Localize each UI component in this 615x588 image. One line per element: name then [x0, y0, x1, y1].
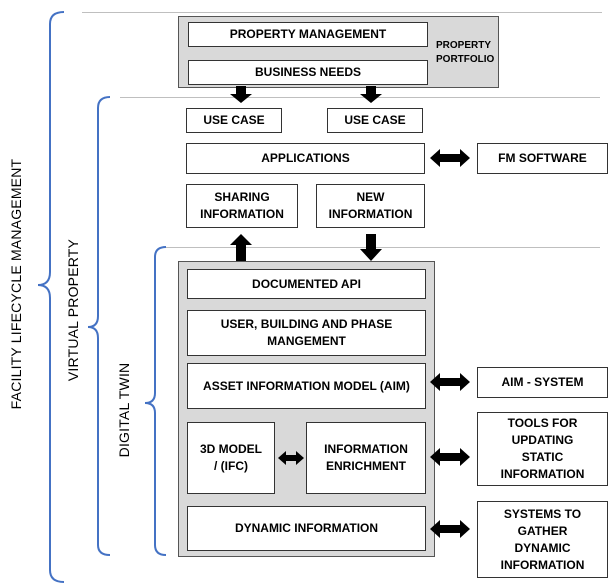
sharing-line2: INFORMATION [200, 207, 284, 221]
property-management-box: PROPERTY MANAGEMENT [188, 22, 428, 47]
property-portfolio-line2: PORTFOLIO [436, 54, 495, 65]
sharing-information-box: SHARING INFORMATION [186, 184, 298, 228]
double-arrow-systems [430, 520, 470, 538]
user-building-line1: USER, BUILDING AND PHASE [220, 317, 393, 331]
tools-line1: TOOLS FOR [507, 416, 578, 430]
3d-model-box: 3D MODEL / (IFC) [187, 422, 275, 494]
property-portfolio-label: PROPERTY PORTFOLIO [436, 39, 494, 67]
documented-api-box: DOCUMENTED API [187, 269, 426, 299]
enrichment-line2: ENRICHMENT [326, 459, 406, 473]
use-case-box-left: USE CASE [186, 108, 282, 133]
new-line2: INFORMATION [328, 207, 413, 221]
systems-line4: INFORMATION [500, 557, 585, 572]
up-arrow-sharing [230, 234, 252, 261]
double-arrow-aim [430, 373, 470, 391]
applications-box: APPLICATIONS [186, 143, 425, 174]
systems-line2: GATHER [517, 523, 568, 538]
user-building-line2: MANGEMENT [267, 334, 346, 348]
down-arrow-left [230, 86, 252, 103]
sharing-line1: SHARING [214, 190, 270, 204]
use-case-box-right: USE CASE [327, 108, 423, 133]
new-line1: NEW [356, 190, 385, 204]
systems-line1: SYSTEMS TO [503, 506, 582, 521]
user-building-phase-box: USER, BUILDING AND PHASE MANGEMENT [187, 310, 426, 356]
aim-box: ASSET INFORMATION MODEL (AIM) [187, 363, 426, 409]
double-arrow-tools [430, 448, 470, 466]
fm-software-box: FM SOFTWARE [477, 143, 608, 174]
separator-top [82, 12, 602, 13]
separator-twin [160, 247, 600, 248]
enrichment-line1: INFORMATION [324, 442, 408, 456]
tools-line4: INFORMATION [500, 467, 585, 481]
bracket-facility [37, 11, 65, 583]
separator-virtual [120, 97, 600, 98]
model3d-line2: / (IFC) [214, 459, 248, 473]
new-information-box: NEW INFORMATION [316, 184, 425, 228]
down-arrow-new [360, 234, 382, 261]
bracket-twin [144, 246, 167, 556]
business-needs-box: BUSINESS NEEDS [188, 60, 428, 85]
bracket-virtual [87, 96, 111, 556]
double-arrow-3d-enrichment [278, 451, 304, 465]
systems-line3: DYNAMIC [514, 540, 571, 555]
dynamic-information-box: DYNAMIC INFORMATION [187, 506, 426, 551]
tools-line2: UPDATING [511, 433, 574, 447]
tools-line3: STATIC [521, 450, 564, 464]
down-arrow-right [360, 86, 382, 103]
information-enrichment-box: INFORMATION ENRICHMENT [306, 422, 426, 494]
model3d-line1: 3D MODEL [199, 442, 262, 456]
property-portfolio-line1: PROPERTY [436, 40, 492, 51]
double-arrow-applications [430, 149, 470, 167]
aim-system-box: AIM - SYSTEM [477, 367, 608, 398]
tools-box: TOOLS FOR UPDATING STATIC INFORMATION [477, 412, 608, 486]
systems-box: SYSTEMS TO GATHER DYNAMIC INFORMATION [477, 501, 608, 578]
